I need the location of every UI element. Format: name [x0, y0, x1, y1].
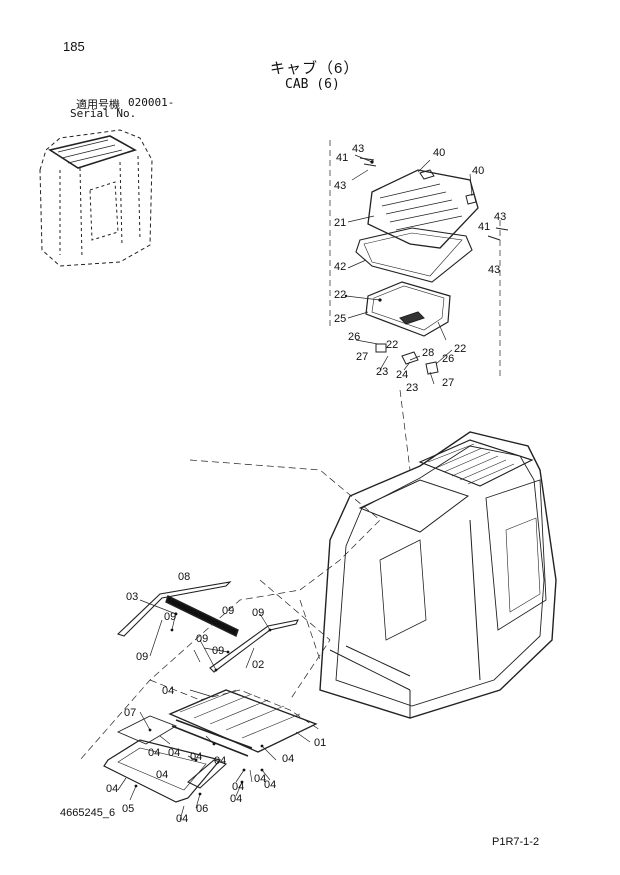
drawing-number: 4665245_6	[60, 807, 116, 819]
part-label: 08	[178, 571, 190, 583]
serial-code: 020001-	[128, 96, 175, 109]
part-label: 27	[356, 351, 368, 363]
part-label: 09	[136, 651, 148, 663]
title-japanese: キャブ（6）	[270, 60, 360, 77]
part-label: 04	[190, 751, 202, 763]
part-label: 07	[124, 707, 136, 719]
part-label: 06	[196, 803, 208, 815]
main-cab-frame	[319, 431, 557, 719]
part-label: 21	[334, 217, 346, 229]
part-label: 41	[336, 152, 348, 164]
part-label: 04	[282, 753, 294, 765]
part-label: 27	[442, 377, 454, 389]
part-label: 43	[488, 264, 500, 276]
part-label: 04	[162, 685, 174, 697]
thumbnail-cab-illustration	[39, 129, 153, 267]
part-label: 05	[122, 803, 134, 815]
part-label: 40	[433, 147, 445, 159]
part-label: 43	[494, 211, 506, 223]
part-label: 04	[106, 783, 118, 795]
part-label: 23	[376, 366, 388, 378]
part-label: 43	[352, 143, 364, 155]
part-label: 04	[148, 747, 160, 759]
roof-panel	[168, 689, 318, 757]
part-label: 26	[348, 331, 360, 343]
part-label: 03	[126, 591, 138, 603]
part-label: 23	[406, 382, 418, 394]
part-label: 09	[252, 607, 264, 619]
part-label: 09	[164, 611, 176, 623]
part-label: 04	[168, 747, 180, 759]
page-code: P1R7-1-2	[492, 836, 540, 848]
part-label: 04	[176, 813, 188, 825]
lower-leader-lines	[117, 599, 311, 821]
part-label: 04	[254, 773, 266, 785]
part-label: 42	[334, 261, 346, 273]
part-label: 04	[264, 779, 276, 791]
part-label: 09	[212, 645, 224, 657]
part-label: 40	[472, 165, 484, 177]
part-label: 04	[214, 755, 226, 767]
part-label: 22	[334, 289, 346, 301]
page-number: 185	[63, 39, 85, 54]
part-label: 22	[454, 343, 466, 355]
part-number-labels: 43 41 43 40 40 21 43 41 43 42 22 25 22 2…	[106, 143, 506, 825]
part-label: 04	[156, 769, 168, 781]
roof-trim-strips	[116, 581, 299, 673]
serial-label-english: Serial No.	[70, 107, 137, 120]
part-label: 04	[230, 793, 242, 805]
part-label: 25	[334, 313, 346, 325]
part-label: 41	[478, 221, 490, 233]
part-label: 09	[196, 633, 208, 645]
roof-hatch-assembly	[355, 157, 509, 375]
guide-dash-lines	[79, 389, 411, 761]
title-english: CAB (6)	[285, 77, 340, 92]
fastener-dots	[134, 160, 382, 796]
serial-label-japanese: 適用号機	[76, 99, 120, 111]
part-label: 02	[252, 659, 264, 671]
upper-leader-lines	[329, 140, 501, 385]
part-label: 09	[222, 605, 234, 617]
part-label: 01	[314, 737, 326, 749]
part-label: 22	[386, 339, 398, 351]
part-label: 43	[334, 180, 346, 192]
part-label: 26	[442, 353, 454, 365]
part-label: 04	[232, 781, 244, 793]
part-label: 28	[422, 347, 434, 359]
lower-frame-pieces	[103, 715, 228, 803]
part-label: 24	[396, 369, 408, 381]
